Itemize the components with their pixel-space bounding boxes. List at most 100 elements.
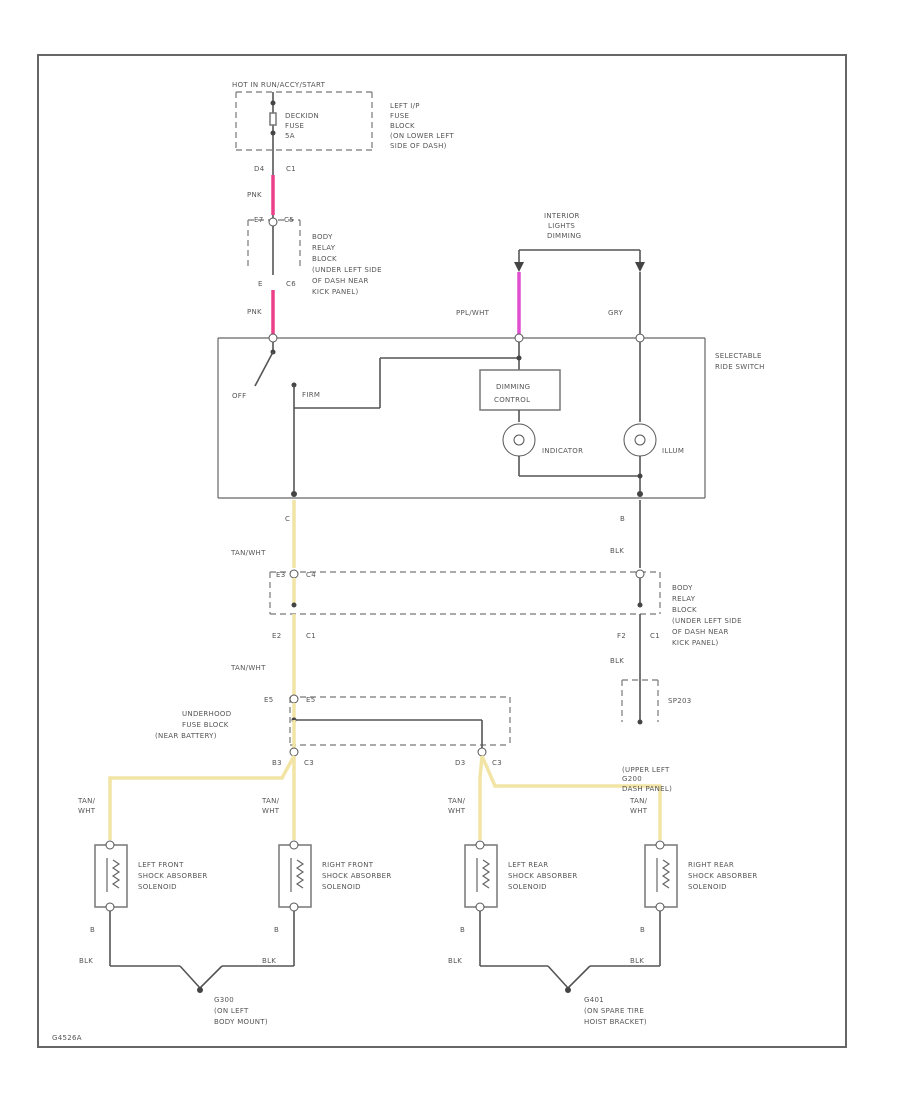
dimming-label-1: DIMMING — [496, 383, 530, 391]
conn-e2: E2 — [272, 632, 281, 640]
lf-feed-wire — [108, 755, 296, 840]
lower-harness: C B TAN/WHT BLK E3 C4 BODY RELAY BLOCK (… — [77, 500, 742, 840]
g300-3: BODY MOUNT) — [214, 1018, 268, 1026]
conn-e7: E7 — [254, 216, 263, 224]
ground-g300: BLK BLK G300 (ON LEFT BODY MOUNT) — [79, 957, 294, 1026]
lf-solenoid-2: SHOCK ABSORBER — [138, 872, 208, 880]
g200-2: (UPPER LEFT — [622, 766, 670, 774]
relay-top-1: BODY — [312, 233, 333, 241]
interior-lights-feed: INTERIOR LIGHTS DIMMING PPL/WHT GRY — [456, 212, 645, 336]
rr-pin-b: B — [640, 926, 645, 934]
rr-solenoid-2: SHOCK ABSORBER — [688, 872, 758, 880]
sp203-label: SP203 — [668, 697, 692, 705]
rf-solenoid-3: SOLENOID — [322, 883, 361, 891]
wire-pnk2-label: PNK — [247, 308, 262, 316]
relay-bot-5: OF DASH NEAR — [672, 628, 729, 636]
fuse-block-2: FUSE — [390, 112, 409, 120]
ground-g300-icon — [197, 987, 203, 993]
conn-e5: E5 — [264, 696, 273, 704]
dimming-control-box — [479, 369, 561, 411]
lr-solenoid-1: LEFT REAR — [508, 861, 548, 869]
solenoid-rf: RIGHT FRONT SHOCK ABSORBER SOLENOID B — [274, 840, 392, 966]
fuse-block-5: SIDE OF DASH) — [390, 142, 447, 150]
solenoid-lr: LEFT REAR SHOCK ABSORBER SOLENOID B — [460, 840, 578, 966]
lights-label-3: DIMMING — [547, 232, 581, 240]
rr-feed-wire — [480, 755, 662, 840]
lr-wire-1: TAN/ — [447, 797, 466, 805]
lf-pin-b: B — [90, 926, 95, 934]
rr-wire-2: WHT — [630, 807, 648, 815]
g300-blk-left: BLK — [79, 957, 93, 965]
conn-c1b: C1 — [306, 632, 316, 640]
dimming-label-2: CONTROL — [494, 396, 530, 404]
wire-gry-label: GRY — [608, 309, 623, 317]
rf-solenoid-2: SHOCK ABSORBER — [322, 872, 392, 880]
conn-e5b: E5 — [306, 696, 315, 704]
conn-c3b: C3 — [492, 759, 502, 767]
lr-feed-wire — [478, 755, 484, 840]
selectable-ride-switch: SELECTABLE RIDE SWITCH OFF FIRM DIMMING … — [217, 333, 764, 499]
fuse-label-1: DECKIDN — [285, 112, 319, 120]
fuse-symbol — [269, 112, 277, 126]
pin-c-label: C — [285, 515, 290, 523]
conn-f2: F2 — [617, 632, 626, 640]
underhood-3: (NEAR BATTERY) — [155, 732, 217, 740]
g401-3: HOIST BRACKET) — [584, 1018, 647, 1026]
g401-blk-left: BLK — [448, 957, 462, 965]
g300-1: G300 — [214, 996, 234, 1004]
fuse-block-4: (ON LOWER LEFT — [390, 132, 454, 140]
conn-c4: C4 — [306, 571, 316, 579]
switch-firm-label: FIRM — [302, 391, 320, 399]
illum-label: ILLUM — [662, 447, 684, 455]
diagram-frame — [37, 54, 847, 1048]
rf-solenoid-1: RIGHT FRONT — [322, 861, 374, 869]
wire-tanwht-label: TAN/WHT — [230, 549, 266, 557]
relay-top-6: KICK PANEL) — [312, 288, 359, 296]
lr-solenoid-2: SHOCK ABSORBER — [508, 872, 578, 880]
fuse-block-3: BLOCK — [390, 122, 415, 130]
conn-c1: C1 — [286, 165, 296, 173]
rf-wire-2: WHT — [262, 807, 280, 815]
g200-1: G200 — [622, 775, 642, 783]
g401-1: G401 — [584, 996, 604, 1004]
wire-pnk-label: PNK — [247, 191, 262, 199]
wire-ppl-label: PPL/WHT — [456, 309, 490, 317]
lights-label-2: LIGHTS — [548, 222, 575, 230]
conn-d3: D3 — [455, 759, 465, 767]
g300-blk-right: BLK — [262, 957, 276, 965]
conn-c6: C6 — [286, 280, 296, 288]
lf-solenoid-1: LEFT FRONT — [138, 861, 184, 869]
wire-blk2-label: BLK — [610, 657, 624, 665]
fuse-label-2: FUSE — [285, 122, 304, 130]
lr-pin-b: B — [460, 926, 465, 934]
g401-2: (ON SPARE TIRE — [584, 1007, 644, 1015]
fuse-block-1: LEFT I/P — [390, 102, 420, 110]
relay-top-3: BLOCK — [312, 255, 337, 263]
ground-g401-icon — [565, 987, 571, 993]
relay-bot-1: BODY — [672, 584, 693, 592]
conn-d4: D4 — [254, 165, 265, 173]
switch-off-label: OFF — [232, 392, 246, 400]
conn-c1c: C1 — [650, 632, 660, 640]
conn-b3: B3 — [272, 759, 282, 767]
solenoid-rr: RIGHT REAR SHOCK ABSORBER SOLENOID B — [640, 840, 758, 966]
indicator-label: INDICATOR — [542, 447, 583, 455]
relay-top-2: RELAY — [312, 244, 336, 252]
switch-title-1: SELECTABLE — [715, 352, 762, 360]
g300-2: (ON LEFT — [214, 1007, 249, 1015]
relay-bot-6: KICK PANEL) — [672, 639, 719, 647]
rr-solenoid-3: SOLENOID — [688, 883, 727, 891]
hot-feed: HOT IN RUN/ACCY/START DECKIDN FUSE 5A LE… — [232, 81, 454, 336]
g401-blk-right: BLK — [630, 957, 644, 965]
fuse-label-3: 5A — [285, 132, 295, 140]
reference-number: G4526A — [52, 1034, 82, 1042]
relay-bot-4: (UNDER LEFT SIDE — [672, 617, 742, 625]
rr-wire-1: TAN/ — [629, 797, 648, 805]
lr-wire-2: WHT — [448, 807, 466, 815]
relay-bot-2: RELAY — [672, 595, 696, 603]
wire-blk-label: BLK — [610, 547, 624, 555]
ground-g401: BLK BLK G401 (ON SPARE TIRE HOIST BRACKE… — [448, 957, 660, 1026]
lr-solenoid-3: SOLENOID — [508, 883, 547, 891]
conn-c5: C5 — [284, 216, 294, 224]
